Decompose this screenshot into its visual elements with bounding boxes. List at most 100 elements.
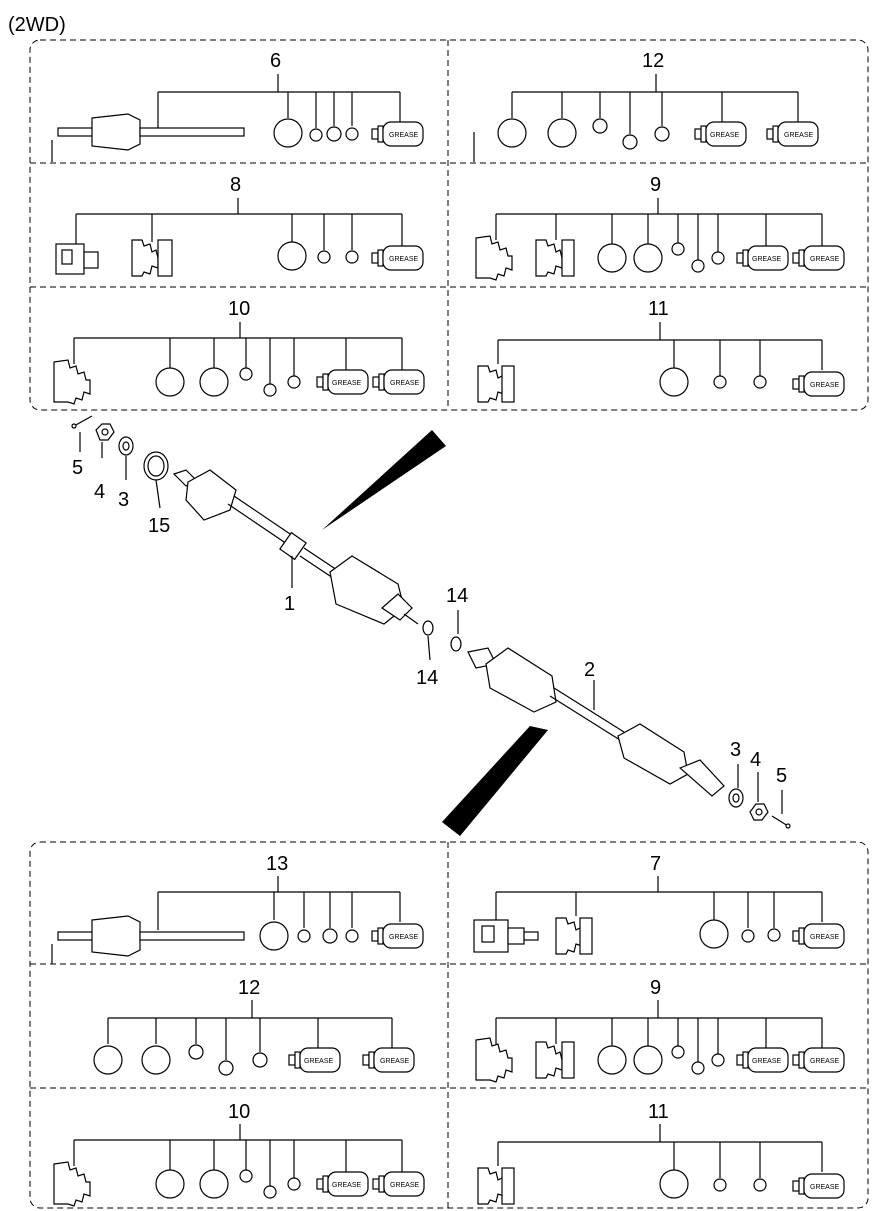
clip-icon bbox=[287, 1177, 301, 1191]
seal-ring-icon bbox=[273, 118, 303, 148]
clip-icon bbox=[345, 127, 359, 141]
seal-ring-icon bbox=[141, 1045, 171, 1075]
seal-ring-icon bbox=[597, 243, 627, 273]
kit-11-group-bottom: 11 GREASE bbox=[477, 1101, 845, 1205]
grease-label: GREASE bbox=[389, 256, 419, 263]
boot-icon bbox=[535, 1041, 563, 1079]
inner-joint-housing-icon bbox=[55, 243, 99, 275]
section-pointer-upper bbox=[322, 430, 446, 530]
grease-tube-icon: GREASE bbox=[694, 121, 747, 147]
inner-joint-housing-icon bbox=[473, 919, 539, 953]
diagram-title: (2WD) bbox=[8, 14, 66, 36]
kit-number-13: 13 bbox=[266, 853, 288, 875]
clip-icon bbox=[239, 1169, 253, 1183]
kit-number-11-bottom: 11 bbox=[648, 1101, 669, 1123]
grease-label: GREASE bbox=[810, 256, 840, 263]
clip-icon bbox=[741, 929, 755, 943]
clip-icon bbox=[753, 1178, 767, 1192]
kit-11-group: 11 GREASE bbox=[477, 298, 845, 403]
grease-tube-icon: GREASE bbox=[371, 923, 424, 949]
clip-icon bbox=[345, 929, 359, 943]
grease-tube-icon: GREASE bbox=[316, 1171, 369, 1197]
clip-icon bbox=[711, 1053, 725, 1067]
seal-ring-icon bbox=[699, 919, 729, 949]
kit-13-group: 13 GREASE bbox=[51, 853, 424, 964]
grease-label: GREASE bbox=[332, 380, 362, 387]
grease-tube-icon: GREASE bbox=[371, 121, 424, 147]
kit-number-11: 11 bbox=[648, 298, 669, 320]
grease-tube-icon: GREASE bbox=[371, 245, 424, 271]
grease-tube-icon: GREASE bbox=[792, 371, 845, 397]
grease-tube-icon: GREASE bbox=[736, 1047, 789, 1073]
seal-ring-icon bbox=[633, 1045, 663, 1075]
kit-number-9: 9 bbox=[650, 174, 661, 196]
kit-7-group: 7 GREASE bbox=[473, 853, 845, 955]
circlip-icon bbox=[450, 636, 462, 652]
callout-clip-lower: 14 bbox=[416, 667, 438, 689]
boot-icon bbox=[475, 1037, 513, 1083]
boot-icon bbox=[53, 359, 91, 405]
grease-tube-icon: GREASE bbox=[372, 369, 425, 395]
kit-8-group: 8 GREASE bbox=[55, 174, 424, 277]
callout-left-nut: 4 bbox=[94, 481, 105, 503]
clip-icon bbox=[671, 242, 685, 256]
grease-label: GREASE bbox=[380, 1058, 410, 1065]
kit-number-10-bottom: 10 bbox=[228, 1101, 250, 1123]
boot-icon bbox=[131, 239, 159, 277]
grease-label: GREASE bbox=[810, 382, 840, 389]
kit-number-6: 6 bbox=[270, 50, 281, 72]
callout-left-pin: 5 bbox=[72, 457, 83, 479]
kit-number-12: 12 bbox=[642, 50, 664, 72]
clip-icon bbox=[345, 250, 359, 264]
clip-icon bbox=[188, 1044, 204, 1060]
boot-icon bbox=[475, 235, 513, 281]
clip-icon bbox=[691, 259, 705, 273]
clip-icon bbox=[218, 1060, 234, 1076]
boot-icon bbox=[477, 365, 505, 403]
grease-tube-icon: GREASE bbox=[288, 1047, 341, 1073]
grease-tube-icon: GREASE bbox=[792, 923, 845, 949]
clip-icon bbox=[767, 928, 781, 942]
clip-icon bbox=[622, 134, 638, 150]
grease-tube-icon: GREASE bbox=[792, 1173, 845, 1199]
kit-number-12-bottom: 12 bbox=[238, 977, 260, 999]
grease-label: GREASE bbox=[389, 934, 419, 941]
seal-ring-icon bbox=[93, 1045, 123, 1075]
seal-ring-icon bbox=[547, 118, 577, 148]
boot-icon bbox=[477, 1167, 505, 1205]
callout-clip-upper: 14 bbox=[446, 585, 468, 607]
seal-ring-icon bbox=[659, 1169, 689, 1199]
clip-icon bbox=[309, 128, 323, 142]
grease-label: GREASE bbox=[390, 1182, 420, 1189]
kit-9-group: 9 GREASE GRE bbox=[475, 174, 845, 281]
grease-label: GREASE bbox=[332, 1182, 362, 1189]
seal-ring-icon bbox=[277, 241, 307, 271]
kit-number-9-bottom: 9 bbox=[650, 977, 661, 999]
seal-ring-icon bbox=[497, 118, 527, 148]
section-pointer-lower bbox=[442, 726, 548, 836]
boot-icon bbox=[555, 917, 583, 955]
grease-tube-icon: GREASE bbox=[372, 1171, 425, 1197]
grease-label: GREASE bbox=[752, 1058, 782, 1065]
clip-icon bbox=[711, 251, 725, 265]
callout-right-pin: 5 bbox=[776, 765, 787, 787]
clip-icon bbox=[753, 375, 767, 389]
callout-right-washer: 3 bbox=[730, 739, 741, 761]
boot-icon bbox=[535, 239, 563, 277]
callout-right-nut: 4 bbox=[750, 749, 761, 771]
grease-tube-icon: GREASE bbox=[362, 1047, 415, 1073]
boot-icon bbox=[53, 1161, 91, 1207]
callout-shaft-1: 1 bbox=[284, 593, 295, 615]
grease-tube-icon: GREASE bbox=[792, 245, 845, 271]
seal-ring-icon bbox=[259, 921, 289, 951]
hex-nut-icon bbox=[749, 803, 769, 821]
cotter-pin-icon bbox=[771, 815, 791, 829]
callout-shaft-2: 2 bbox=[584, 659, 595, 681]
callout-ring: 15 bbox=[148, 515, 170, 537]
drive-shaft-2-icon bbox=[467, 647, 725, 797]
kit-number-10: 10 bbox=[228, 298, 250, 320]
grease-label: GREASE bbox=[710, 132, 740, 139]
exploded-assembly: 5 4 3 15 1 bbox=[71, 415, 791, 836]
grease-label: GREASE bbox=[784, 132, 814, 139]
